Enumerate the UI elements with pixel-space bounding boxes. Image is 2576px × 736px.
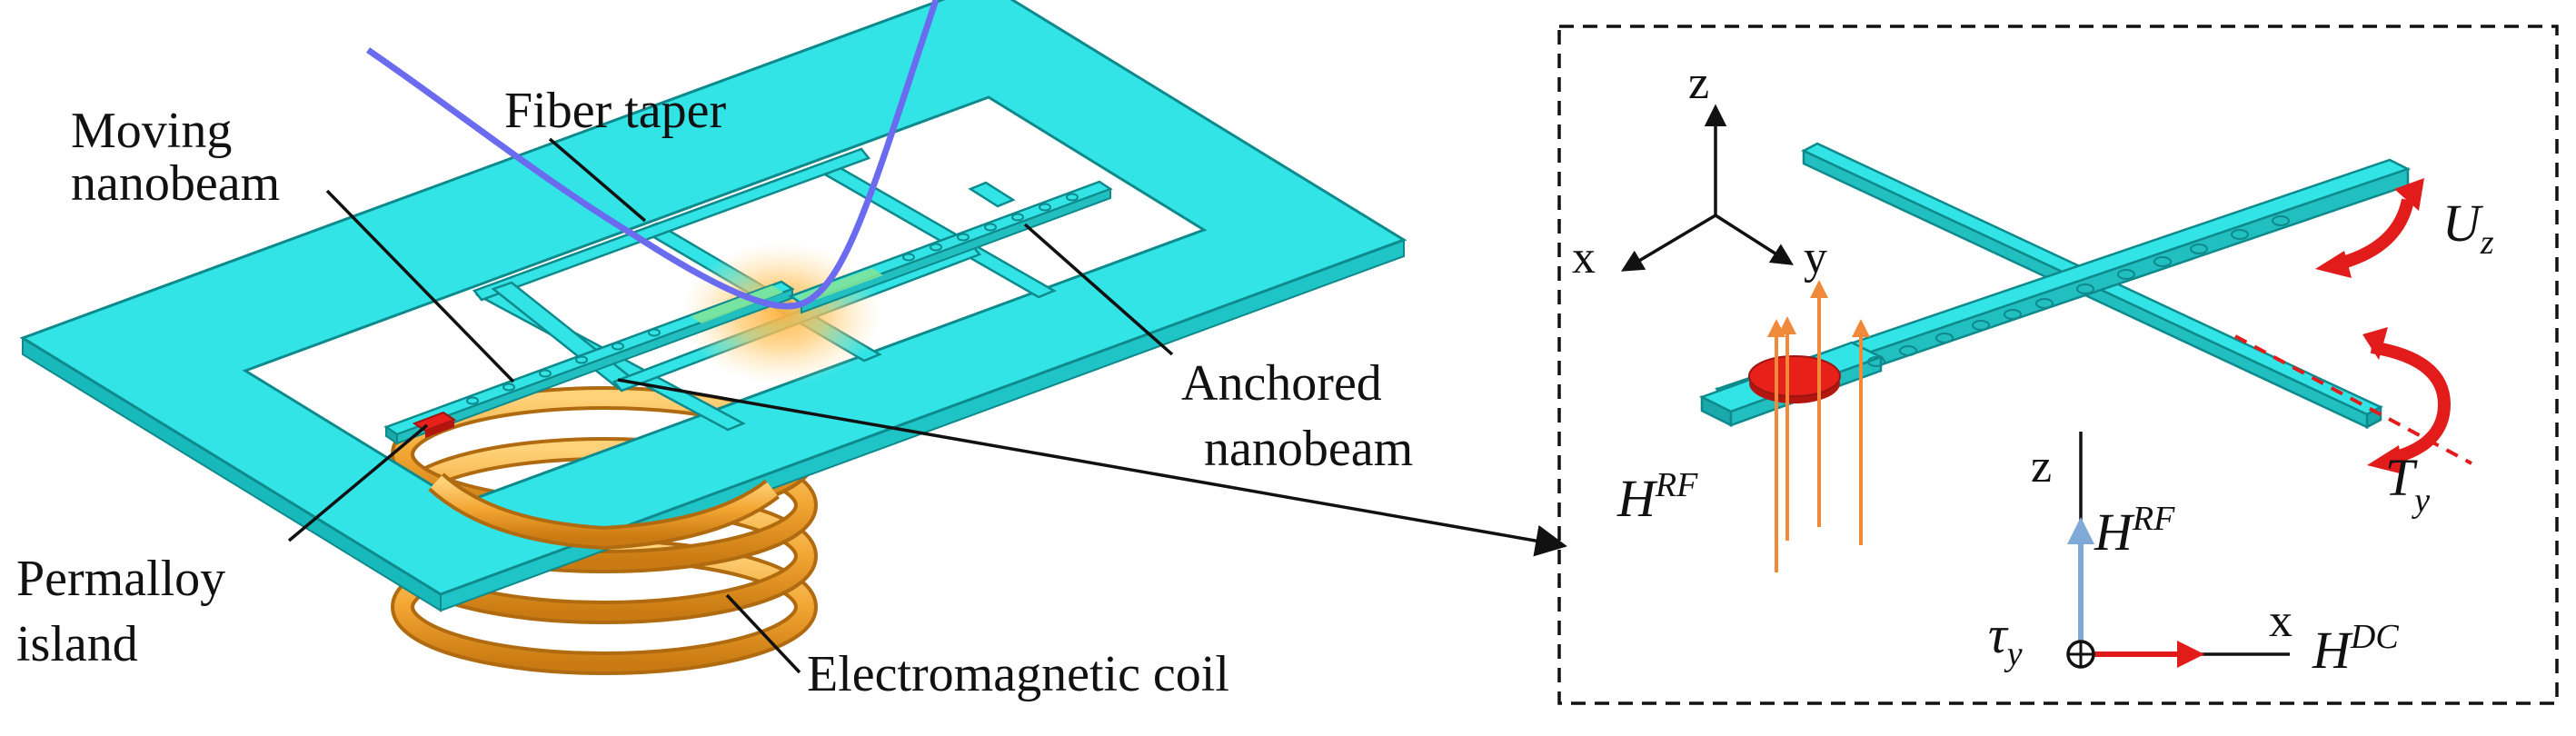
axis3d-z-label: z xyxy=(1688,57,1709,109)
label-hdc: HDC xyxy=(2312,618,2399,680)
frame-slab xyxy=(19,0,1407,612)
label-hrf-main: HRF xyxy=(1616,466,1698,528)
axes-3d xyxy=(1620,104,1794,272)
ty-torsion-arrow xyxy=(2362,327,2452,474)
label-permalloy-line2: island xyxy=(16,616,138,672)
zoomed-nanobeam xyxy=(1698,142,2412,430)
label-anchored-line1: Anchored xyxy=(1181,355,1382,412)
label-moving-line2: nanobeam xyxy=(71,155,280,212)
zoom-dashed-box xyxy=(1557,25,2559,705)
hrf-field-arrows xyxy=(1767,280,1870,572)
left-device-illustration: Fiber taper Moving nanobeam Anchored nan… xyxy=(16,0,1567,702)
label-anchored-line2: nanobeam xyxy=(1204,421,1413,477)
uz-rotation-arrow xyxy=(2315,178,2424,278)
axis2d-x-label: x xyxy=(2269,595,2293,647)
fiber-taper-shape xyxy=(366,0,940,310)
axes-2d xyxy=(2066,432,2290,669)
moving-nanobeam-holes xyxy=(466,328,661,405)
axis3d-y-label: y xyxy=(1804,232,1827,283)
label-fiber-taper: Fiber taper xyxy=(504,83,726,139)
label-electromagnetic-coil: Electromagnetic coil xyxy=(807,646,1229,702)
label-uz: Uz xyxy=(2442,194,2494,262)
zoomed-permalloy-island xyxy=(1748,355,1841,403)
leader-lines xyxy=(287,137,1567,674)
label-permalloy-line1: Permalloy xyxy=(16,551,225,607)
label-ty: Ty xyxy=(2385,448,2430,520)
label-moving-line1: Moving xyxy=(71,103,232,159)
label-hrf-axis: HRF xyxy=(2094,500,2175,562)
label-tau-y: τy xyxy=(1988,605,2023,673)
axis2d-z-label: z xyxy=(2031,441,2052,492)
right-zoom-panel: z x y xyxy=(1557,25,2559,705)
axis3d-x-label: x xyxy=(1572,232,1596,283)
zoomed-holes xyxy=(1867,215,2290,367)
